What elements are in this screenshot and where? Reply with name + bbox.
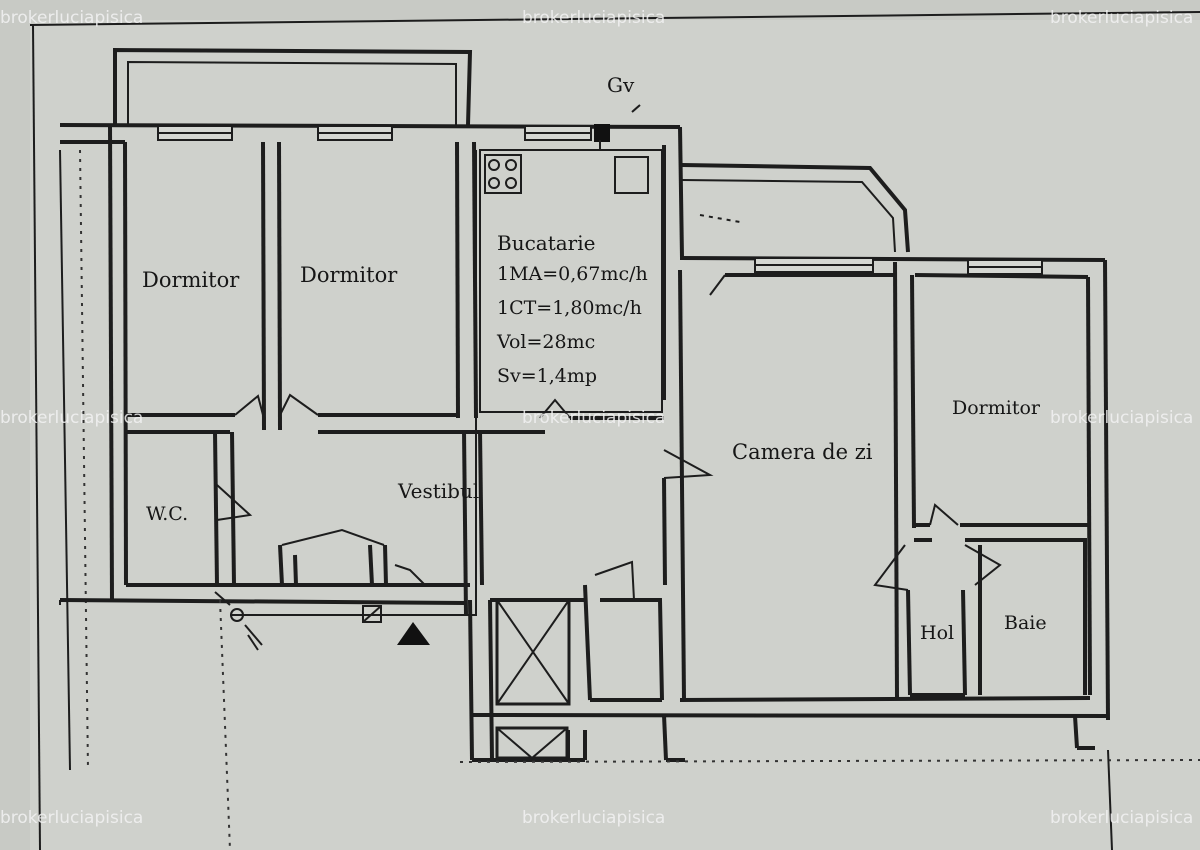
site-lines <box>59 600 1200 850</box>
burner-icon <box>488 177 500 189</box>
room-label-baie: Baie <box>1004 612 1047 634</box>
kitchen-spec-3: Vol=28mc <box>496 331 595 353</box>
sheet-border <box>29 11 1200 850</box>
kitchen-spec-4: Sv=1,4mp <box>497 365 597 387</box>
balcony-right <box>681 163 910 253</box>
room-label-hol: Hol <box>920 622 954 644</box>
room-label-dormitor-1: Dormitor <box>142 268 240 292</box>
balcony-left <box>113 47 473 126</box>
gas-valve-icon <box>594 124 610 142</box>
kitchen-spec-1: 1MA=0,67mc/h <box>497 263 648 285</box>
kitchen-spec-2: 1CT=1,80mc/h <box>497 297 642 319</box>
gas-entry-triangle-icon <box>397 622 430 645</box>
sink-icon <box>614 156 649 194</box>
windows <box>157 125 1043 275</box>
gas-line <box>214 150 477 850</box>
burner-icon <box>505 177 517 189</box>
exterior-walls <box>59 123 1110 762</box>
gas-meter-icon <box>362 605 382 623</box>
gas-regulator-icon <box>230 608 244 622</box>
room-label-camera-de-zi: Camera de zi <box>732 440 873 464</box>
paper-sheet <box>30 20 1200 850</box>
room-label-bucatarie: Bucatarie <box>497 231 595 255</box>
burner-icon <box>505 159 517 171</box>
room-label-dormitor-3: Dormitor <box>952 397 1041 419</box>
gas-valve-label: Gv <box>607 73 635 97</box>
burner-icon <box>488 159 500 171</box>
stove-icon <box>484 154 522 194</box>
kitchen-fixtures <box>479 104 663 413</box>
room-label-wc: W.C. <box>146 503 188 525</box>
room-label-dormitor-2: Dormitor <box>300 263 398 287</box>
room-label-vestibul: Vestibul <box>397 479 479 503</box>
